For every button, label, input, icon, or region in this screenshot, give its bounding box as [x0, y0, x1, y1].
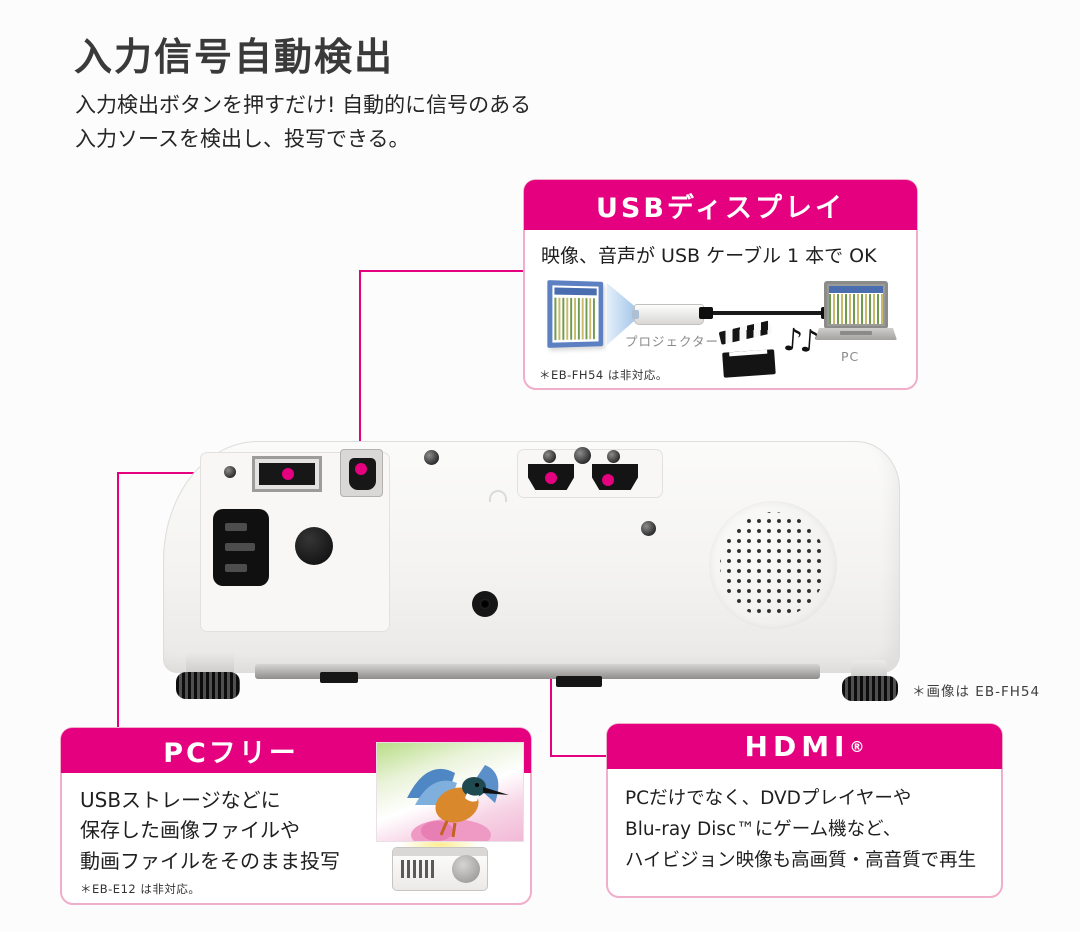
screw-icon — [224, 466, 236, 478]
port-highlight-dot-usb-a — [282, 468, 294, 480]
screw-icon — [641, 521, 656, 536]
projector-side-icon — [632, 304, 704, 325]
base-tab — [556, 676, 602, 687]
callout-line-pc-free-v — [117, 472, 119, 729]
page-subtitle: 入力検出ボタンを押すだけ! 自動的に信号のある 入力ソースを検出し、投写できる。 — [75, 88, 531, 156]
screw-icon — [424, 450, 439, 465]
kingfisher-bird-image — [407, 765, 509, 841]
callout-line-usb-display-h — [359, 270, 524, 272]
hdmi-header-label: HDMI — [744, 730, 850, 763]
projector-base — [255, 664, 820, 679]
hdmi-line-2: Blu-ray Disc™にゲーム機など、 — [625, 819, 902, 841]
hdmi-port-2 — [592, 464, 638, 490]
usb-cable-plug-left — [699, 307, 713, 319]
clapperboard-icon — [718, 320, 776, 378]
audio-out-jack — [472, 591, 498, 617]
bar-chart-image — [554, 287, 597, 341]
hdmi-callout: HDMI® PCだけでなく、DVDプレイヤーや Blu-ray Disc™にゲー… — [606, 723, 1003, 898]
base-tab — [320, 672, 358, 683]
usb-display-header-label: USBディスプレイ — [595, 192, 846, 224]
pc-free-header-label: PCフリー — [163, 738, 299, 769]
front-foot-left-wheel — [176, 672, 240, 699]
hdmi-header: HDMI® — [607, 724, 1002, 769]
port-highlight-dot-usb-b — [355, 463, 367, 475]
laptop-icon — [815, 281, 897, 340]
bar-chart-image — [829, 286, 883, 324]
hdmi-line-3: ハイビジョン映像も高画質・高音質で再生 — [625, 850, 977, 872]
speaker-grille — [709, 501, 837, 629]
pc-free-callout: PCフリー USBストレージなどに 保 — [60, 727, 532, 905]
kingfisher-photo — [376, 742, 524, 842]
usb-display-header: USBディスプレイ — [524, 180, 917, 230]
callout-line-hdmi-box-h — [550, 755, 608, 757]
subtitle-line-2: 入力ソースを検出し、投写できる。 — [75, 127, 410, 152]
pc-free-line-3: 動画ファイルをそのまま投写 — [80, 848, 340, 873]
security-bar-slot — [489, 490, 507, 502]
pc-free-description: USBストレージなどに 保存した画像ファイルや 動画ファイルをそのまま投写 — [80, 785, 340, 876]
pc-label: PC — [841, 349, 860, 364]
callout-line-usb-display-v — [359, 270, 361, 468]
pc-free-footnote: ＊EB-E12 は非対応。 — [80, 882, 201, 896]
subtitle-line-1: 入力検出ボタンを押すだけ! 自動的に信号のある — [75, 93, 532, 117]
projector-label: プロジェクター — [625, 334, 720, 349]
usb-cable — [706, 311, 824, 315]
usb-display-callout: USBディスプレイ 映像、音声が USB ケーブル 1 本で OK プロジェクタ… — [523, 179, 918, 390]
image-caption: ＊画像は EB-FH54 — [912, 684, 1041, 700]
usb-display-footnote: ＊EB-FH54 は非対応。 — [539, 368, 668, 382]
hdmi-description: PCだけでなく、DVDプレイヤーや Blu-ray Disc™にゲーム機など、 … — [625, 783, 976, 876]
port-highlight-dot-hdmi-1 — [545, 472, 557, 484]
port-highlight-dot-hdmi-2 — [602, 474, 614, 486]
lens-icon — [452, 855, 480, 883]
hdmi-line-1: PCだけでなく、DVDプレイヤーや — [625, 788, 912, 809]
pc-free-line-1: USBストレージなどに — [80, 788, 281, 812]
screw-icon — [543, 450, 556, 463]
pc-free-line-2: 保存した画像ファイルや — [80, 818, 300, 843]
music-notes-icon: ♪♪ — [781, 321, 818, 361]
ir-sensor — [295, 527, 333, 565]
projection-screen-icon — [547, 280, 604, 348]
power-inlet — [213, 509, 269, 586]
usb-display-description: 映像、音声が USB ケーブル 1 本で OK — [541, 245, 877, 267]
usb-display-diagram: プロジェクター ♪♪ PC — [525, 181, 916, 388]
front-foot-right-wheel — [842, 676, 898, 701]
page-title: 入力信号自動検出 — [74, 35, 395, 79]
usb-a-port — [252, 456, 322, 492]
screw-icon — [607, 450, 620, 463]
screw-icon — [574, 447, 591, 464]
mini-projector-icon — [392, 847, 488, 891]
registered-mark: ® — [849, 737, 865, 756]
